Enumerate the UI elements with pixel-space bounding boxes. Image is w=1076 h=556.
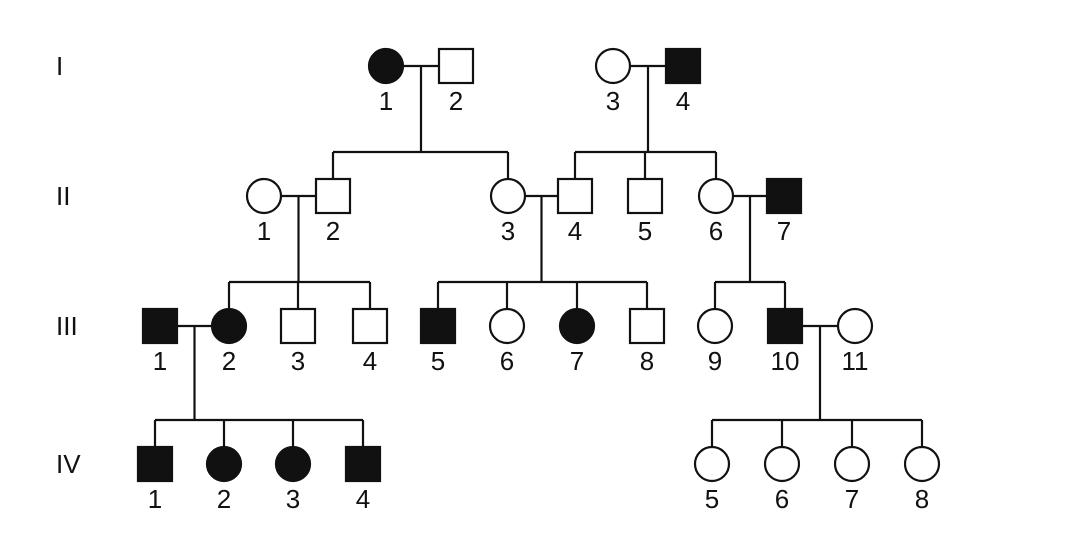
unaffected-male-III-8: [628, 307, 666, 345]
individual-number-IV-2: 2: [217, 484, 231, 514]
affected-female-IV-3: [274, 445, 312, 483]
affected-male-IV-4: [344, 445, 382, 483]
individual-number-IV-4: 4: [356, 484, 370, 514]
individual-number-IV-5: 5: [705, 484, 719, 514]
generation-label-III: III: [56, 311, 78, 341]
affected-male-III-10: [766, 307, 804, 345]
affected-female-I-1: [367, 47, 405, 85]
relationship-lines: [153, 64, 924, 447]
unaffected-male-III-3: [279, 307, 317, 345]
individual-number-I-2: 2: [449, 86, 463, 116]
unaffected-female-II-3: [489, 177, 527, 215]
unaffected-female-III-9: [696, 307, 734, 345]
unaffected-female-IV-5: [693, 445, 731, 483]
affected-female-IV-2: [205, 445, 243, 483]
affected-male-III-1: [141, 307, 179, 345]
affected-male-IV-1: [136, 445, 174, 483]
generation-label-IV: IV: [56, 449, 81, 479]
affected-male-III-5: [419, 307, 457, 345]
unaffected-male-III-4: [351, 307, 389, 345]
unaffected-female-III-6: [488, 307, 526, 345]
individual-number-III-1: 1: [153, 346, 167, 376]
individual-number-III-10: 10: [771, 346, 800, 376]
individual-number-III-4: 4: [363, 346, 377, 376]
unaffected-female-III-11: [836, 307, 874, 345]
individual-number-II-6: 6: [709, 216, 723, 246]
individual-symbols: [136, 47, 941, 483]
individual-number-II-3: 3: [501, 216, 515, 246]
individual-number-IV-8: 8: [915, 484, 929, 514]
individual-number-II-2: 2: [326, 216, 340, 246]
unaffected-female-IV-8: [903, 445, 941, 483]
unaffected-female-II-1: [245, 177, 283, 215]
unaffected-female-IV-6: [763, 445, 801, 483]
individual-number-III-2: 2: [222, 346, 236, 376]
unaffected-male-I-2: [437, 47, 475, 85]
affected-female-III-2: [210, 307, 248, 345]
affected-male-II-7: [765, 177, 803, 215]
individual-number-IV-6: 6: [775, 484, 789, 514]
generation-label-I: I: [56, 51, 63, 81]
unaffected-female-I-3: [594, 47, 632, 85]
unaffected-male-II-4: [556, 177, 594, 215]
unaffected-female-IV-7: [833, 445, 871, 483]
affected-male-I-4: [664, 47, 702, 85]
individual-number-III-9: 9: [708, 346, 722, 376]
individual-number-II-4: 4: [568, 216, 582, 246]
individual-number-III-6: 6: [500, 346, 514, 376]
individual-number-I-3: 3: [606, 86, 620, 116]
individual-number-II-7: 7: [777, 216, 791, 246]
generation-label-II: II: [56, 181, 70, 211]
individual-number-IV-1: 1: [148, 484, 162, 514]
unaffected-male-II-5: [626, 177, 664, 215]
individual-number-I-1: 1: [379, 86, 393, 116]
individual-number-IV-7: 7: [845, 484, 859, 514]
unaffected-female-II-6: [697, 177, 735, 215]
individual-number-III-5: 5: [431, 346, 445, 376]
individual-number-II-1: 1: [257, 216, 271, 246]
individual-number-III-3: 3: [291, 346, 305, 376]
individual-number-III-11: 11: [842, 346, 869, 376]
individual-number-I-4: 4: [676, 86, 690, 116]
affected-female-III-7: [558, 307, 596, 345]
individual-number-II-5: 5: [638, 216, 652, 246]
individual-number-III-7: 7: [570, 346, 584, 376]
individual-number-III-8: 8: [640, 346, 654, 376]
unaffected-male-II-2: [314, 177, 352, 215]
individual-number-IV-3: 3: [286, 484, 300, 514]
